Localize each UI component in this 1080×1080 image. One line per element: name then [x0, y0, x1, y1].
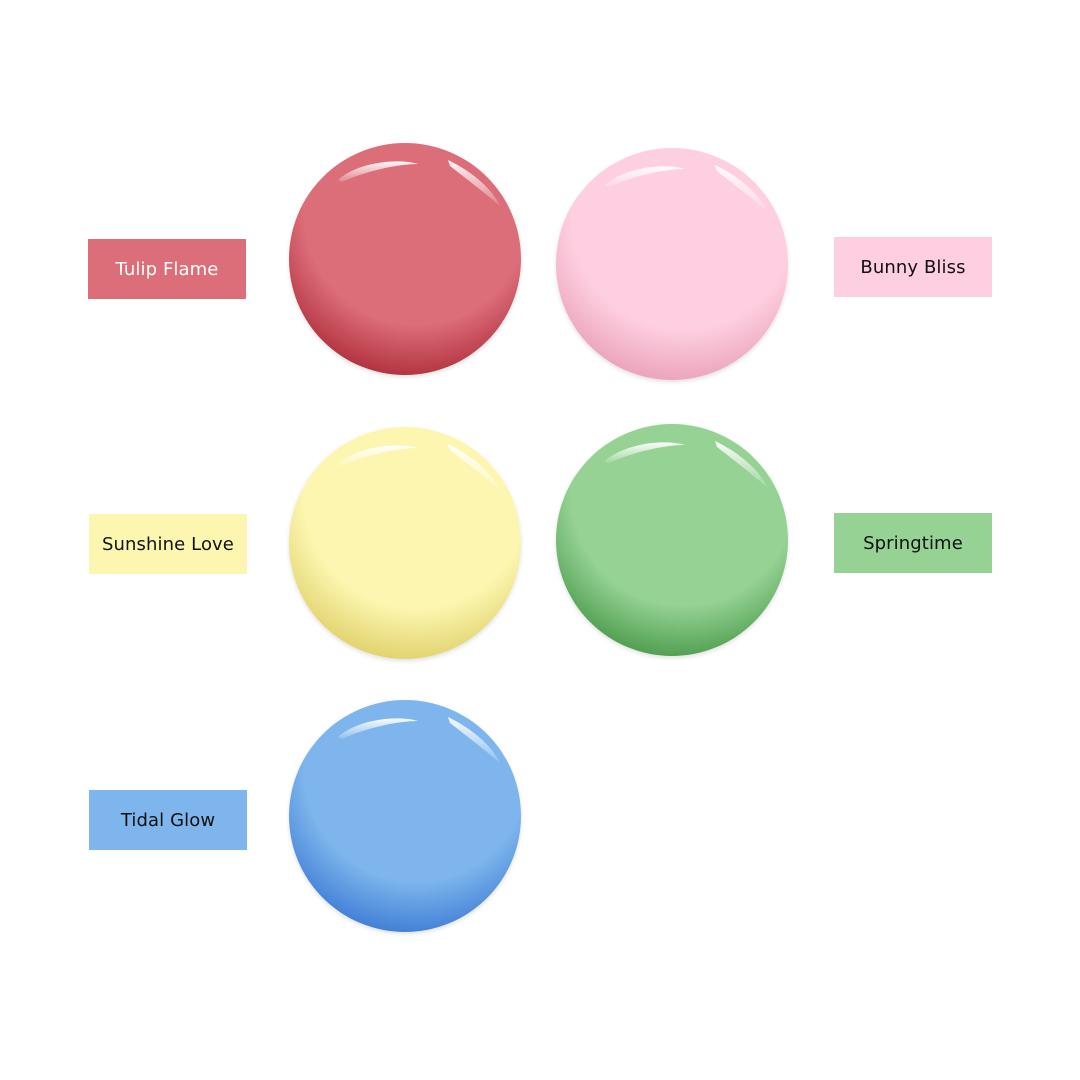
gloss-highlight-top	[605, 442, 685, 463]
gloss-highlight-right	[715, 441, 767, 487]
gloss-highlight-right	[448, 717, 500, 763]
gloss-highlight-top	[338, 718, 418, 739]
gloss-highlight-right	[448, 444, 500, 490]
polish-body	[289, 143, 521, 375]
swatch-tidal-glow	[288, 699, 522, 933]
shade-label-sunshine-love: Sunshine Love	[89, 514, 247, 574]
gloss-highlight-top	[338, 161, 418, 182]
swatch-tulip-flame	[288, 142, 522, 376]
swatch-bunny-bliss	[555, 147, 789, 381]
polish-drop-graphic	[289, 143, 521, 375]
gloss-highlight-top	[338, 445, 418, 466]
gloss-highlight-top	[605, 166, 685, 187]
polish-drop-graphic	[556, 424, 788, 656]
shade-label-bunny-bliss: Bunny Bliss	[834, 237, 992, 297]
polish-drop-graphic	[289, 700, 521, 932]
gloss-highlight-right	[448, 160, 500, 206]
swatch-sunshine-love	[288, 426, 522, 660]
polish-drop-graphic	[556, 148, 788, 380]
polish-body	[289, 427, 521, 659]
swatch-springtime	[555, 423, 789, 657]
polish-body	[289, 700, 521, 932]
shade-label-tulip-flame: Tulip Flame	[88, 239, 246, 299]
gloss-highlight-right	[715, 165, 767, 211]
polish-drop-graphic	[289, 427, 521, 659]
polish-body	[556, 424, 788, 656]
polish-body	[556, 148, 788, 380]
shade-label-tidal-glow: Tidal Glow	[89, 790, 247, 850]
shade-label-springtime: Springtime	[834, 513, 992, 573]
